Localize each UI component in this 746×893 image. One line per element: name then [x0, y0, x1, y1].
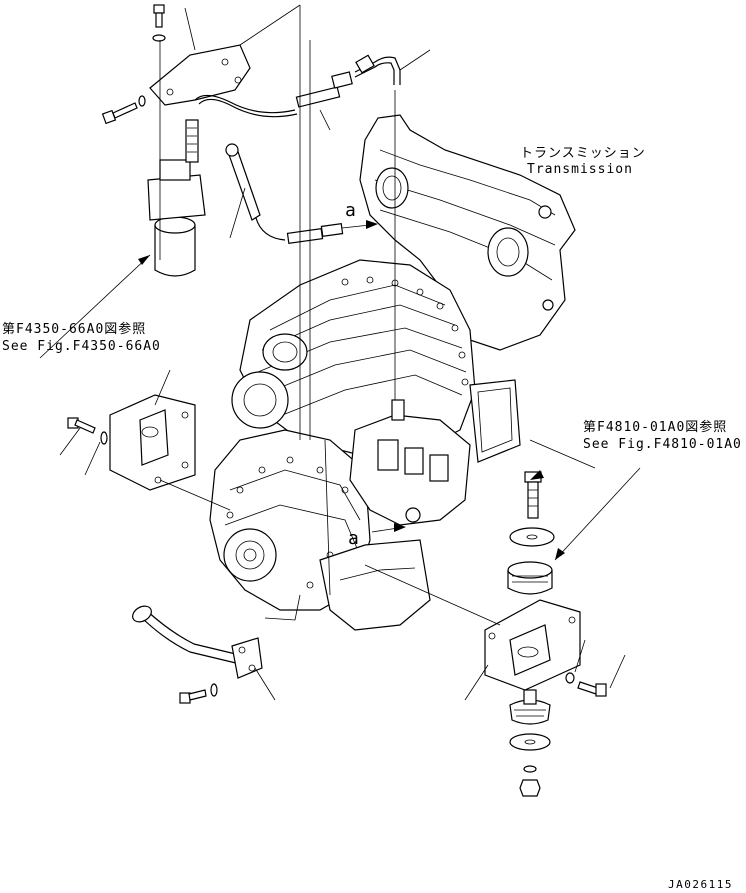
- mount-bracket-right: [484, 599, 581, 691]
- label-transmission-en: Transmission: [527, 162, 633, 177]
- rubber-cushion-lower: [509, 689, 551, 725]
- label-ref-f4350-jp: 第F4350-66A0図参照: [2, 321, 146, 337]
- nut-bottom: [519, 779, 541, 797]
- callout-a-top: a: [345, 200, 356, 221]
- washer-plate-bottom: [509, 733, 551, 751]
- mount-bracket-left: [109, 394, 196, 491]
- mount-bolt-left: [67, 417, 108, 445]
- label-ref-f4810-en: See Fig.F4810-01A0: [583, 437, 742, 452]
- bolt-row-front: [226, 456, 349, 589]
- bolt-row-case: [341, 276, 469, 386]
- lock-washer-bottom: [523, 765, 537, 773]
- washer-plate-top: [509, 527, 555, 547]
- oil-filter: [147, 119, 206, 277]
- leader-lines: [39, 4, 641, 701]
- rubber-cushion-upper: [507, 561, 553, 595]
- oil-pipe-lower: [132, 605, 263, 679]
- bolt-top: [152, 4, 166, 42]
- pipe-bolt: [179, 683, 218, 704]
- label-transmission-jp: トランスミッション: [520, 146, 646, 161]
- leader-arrowheads: [138, 255, 565, 560]
- drawing-id: JA026115: [668, 878, 733, 891]
- bolt-left: [101, 95, 146, 125]
- filter-hoses: [194, 54, 401, 244]
- filter-bracket: [149, 44, 251, 106]
- mount-bolt-right: [565, 672, 607, 697]
- callout-a-bottom: a: [348, 528, 359, 549]
- label-ref-f4810-jp: 第F4810-01A0図参照: [583, 419, 727, 435]
- label-ref-f4350-en: See Fig.F4350-66A0: [2, 339, 161, 354]
- callout-a-bottom-arrow: [371, 523, 406, 533]
- transmission-assembly: [209, 114, 576, 631]
- callout-a-top-arrow: [341, 220, 378, 229]
